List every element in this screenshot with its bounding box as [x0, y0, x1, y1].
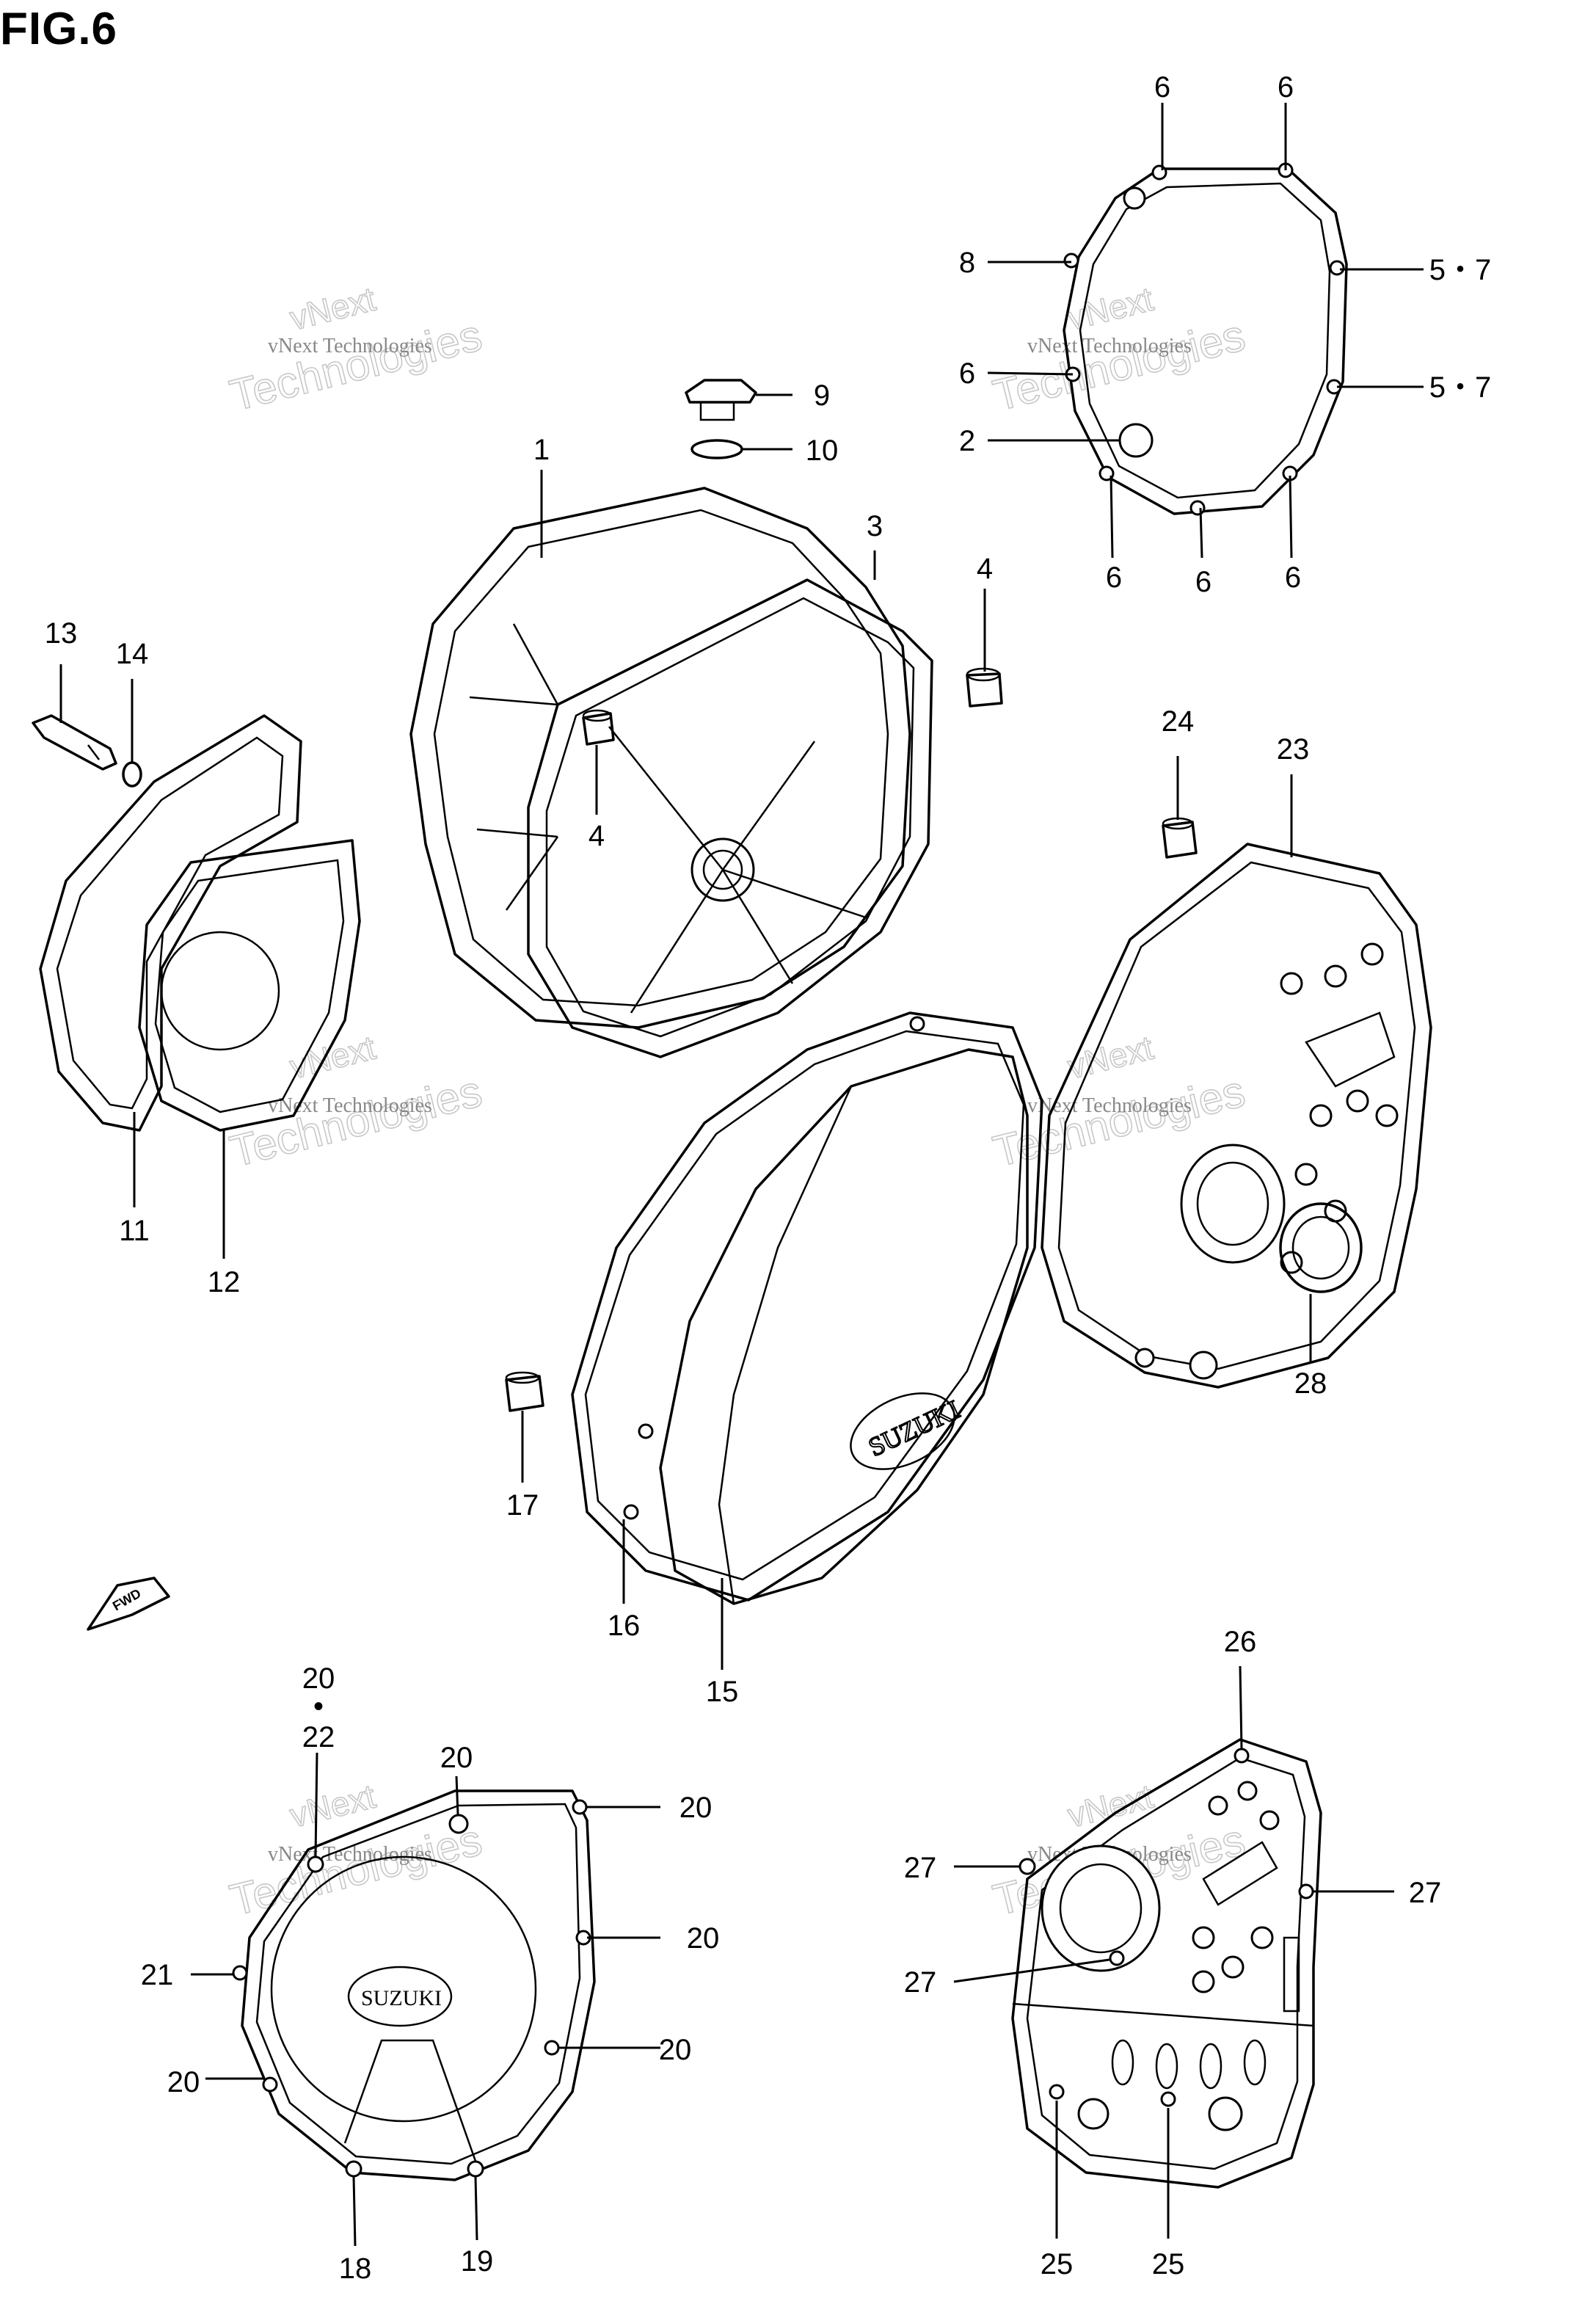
watermark-text: vNext — [286, 1028, 379, 1086]
watermark-top-left: vNext Technologies vNext Technologies — [225, 279, 487, 421]
callout-label: 4 — [977, 553, 993, 585]
generator-gasket-part — [138, 839, 361, 1132]
callout-label: • — [313, 1690, 324, 1723]
callout-label: 22 — [302, 1721, 335, 1753]
callout-label: 6 — [1195, 566, 1211, 598]
suzuki-logo-text-bottom: SUZUKI — [361, 1986, 442, 2010]
dowel-pin-part-d — [505, 1371, 544, 1412]
callout-label: 14 — [116, 638, 149, 670]
dowel-pin-part-b — [582, 709, 615, 746]
bolt-part — [32, 714, 117, 771]
plug-part — [1279, 1202, 1363, 1293]
callout-label: 25 — [1041, 2248, 1074, 2280]
right-crankcase-cover-part — [1041, 843, 1432, 1389]
callout-label: 23 — [1277, 733, 1310, 766]
washer-part — [122, 761, 142, 788]
suzuki-logo-emblem-bottom: SUZUKI — [347, 1966, 453, 2027]
callout-label: 12 — [208, 1266, 241, 1298]
callout-label: 16 — [608, 1610, 641, 1642]
callout-label: 6 — [1278, 71, 1294, 103]
callout-label: 17 — [506, 1489, 539, 1522]
callout-label: 4 — [589, 820, 605, 852]
clutch-cover-gasket-part — [1063, 162, 1348, 516]
crankcase-gasket-part — [527, 578, 933, 1058]
watermark-bottom-left: vNext Technologies vNext Technologies — [225, 1776, 487, 1925]
callout-label: 19 — [461, 2245, 494, 2278]
callout-label: 26 — [1224, 1626, 1257, 1658]
watermark-text: vNext — [1064, 1777, 1157, 1835]
callout-label: 5・7 — [1429, 371, 1492, 404]
callout-label: 6 — [1285, 561, 1301, 594]
callout-label: 20 — [302, 1662, 335, 1695]
callout-label: 6 — [1154, 71, 1170, 103]
generator-cover-part — [39, 714, 302, 1132]
callout-label: 11 — [119, 1215, 150, 1247]
callout-label: 28 — [1294, 1367, 1327, 1400]
callout-label: 2 — [959, 425, 975, 457]
watermark-text: Technologies — [225, 310, 487, 421]
callout-label: 21 — [141, 1959, 174, 1991]
callout-label: 13 — [45, 617, 78, 650]
o-ring-part — [690, 439, 743, 459]
crankcase-cover-part — [409, 487, 911, 1029]
watermark-text: vNext — [286, 280, 379, 338]
callout-label: 6 — [1106, 561, 1122, 594]
callout-labels: 6 6 8 5・7 5・7 6 2 6 6 6 9 10 1 3 4 4 13 … — [45, 71, 1492, 2285]
callout-label: 20 — [659, 2034, 692, 2066]
callout-label: 20 — [679, 1792, 713, 1824]
callout-label: 18 — [339, 2253, 372, 2285]
watermark-top-right: vNext Technologies vNext Technologies — [988, 279, 1250, 421]
callout-label: 3 — [867, 510, 883, 542]
callout-label: 8 — [959, 247, 975, 279]
callout-label: 27 — [904, 1966, 937, 1999]
clutch-gasket-part — [571, 1011, 1043, 1602]
clutch-cover-part: SUZUKI — [659, 1048, 1029, 1605]
callout-label: 24 — [1162, 705, 1195, 738]
watermark-text: Technologies — [988, 310, 1250, 421]
bottom-right-cover-part — [1011, 1738, 1322, 2189]
callout-label: 5・7 — [1429, 254, 1492, 286]
oil-filler-cap-part — [685, 379, 757, 421]
watermark-small-text: vNext Technologies — [268, 335, 432, 357]
callout-label: 25 — [1152, 2248, 1185, 2280]
watermark-small-text: vNext Technologies — [1027, 335, 1192, 357]
figure-title: FIG.6 — [0, 4, 118, 54]
callout-label: 9 — [814, 379, 830, 412]
callout-label: 27 — [904, 1852, 937, 1884]
callout-label: 20 — [440, 1742, 473, 1774]
callout-label: 27 — [1409, 1877, 1442, 1909]
watermark-text: vNext — [1064, 1028, 1157, 1086]
watermark-text: vNext — [1064, 280, 1157, 338]
bottom-generator-cover-part: SUZUKI — [232, 1789, 596, 2181]
callout-label: 20 — [167, 2066, 200, 2098]
callout-label: 6 — [959, 357, 975, 390]
forward-direction-arrow: FWD — [87, 1577, 170, 1631]
callout-label: 10 — [806, 435, 839, 467]
watermark-small-text: vNext Technologies — [268, 1094, 432, 1117]
watermark-small-text: vNext Technologies — [1027, 1094, 1192, 1117]
dowel-pin-part-a — [966, 667, 1003, 708]
callout-label: 20 — [687, 1922, 720, 1955]
leader-lines — [59, 103, 1424, 2247]
callout-label: 15 — [706, 1676, 739, 1708]
callout-label: 1 — [533, 434, 550, 466]
dowel-pin-part-c — [1162, 817, 1198, 859]
